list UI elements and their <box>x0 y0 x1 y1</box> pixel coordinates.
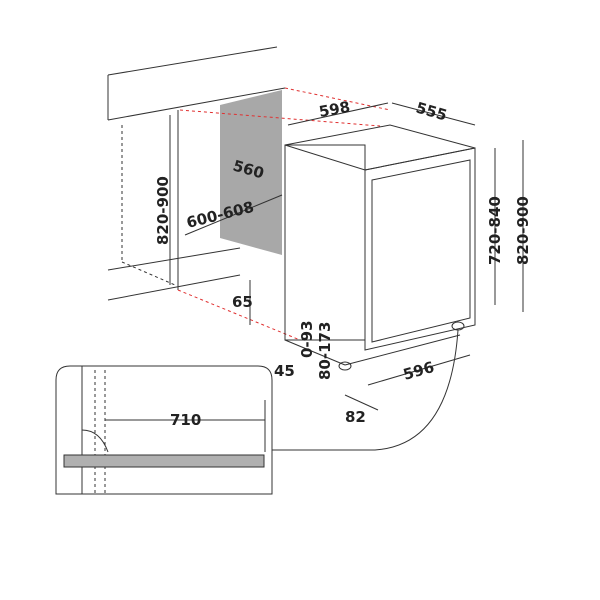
worktop <box>63 454 265 468</box>
detail-inset: 710 <box>55 329 459 495</box>
label-plinth-height: 65 <box>232 293 253 311</box>
label-width-bottom: 596 <box>401 358 436 384</box>
label-feet-adjust: 0-93 <box>298 320 316 358</box>
label-detail-width: 710 <box>170 411 201 429</box>
label-height-appliance: 720-840 <box>486 196 504 265</box>
label-depth-top: 555 <box>414 99 449 125</box>
label-plinth-depth: 45 <box>274 362 295 380</box>
label-height-total: 820-900 <box>514 196 532 265</box>
label-plinth-adjust: 80-173 <box>316 322 334 380</box>
label-width-top: 598 <box>318 98 352 121</box>
label-height-niche: 820-900 <box>154 176 172 245</box>
dimension-lines <box>169 102 524 411</box>
dishwasher-body <box>284 124 476 371</box>
label-foot-offset: 82 <box>345 408 366 426</box>
